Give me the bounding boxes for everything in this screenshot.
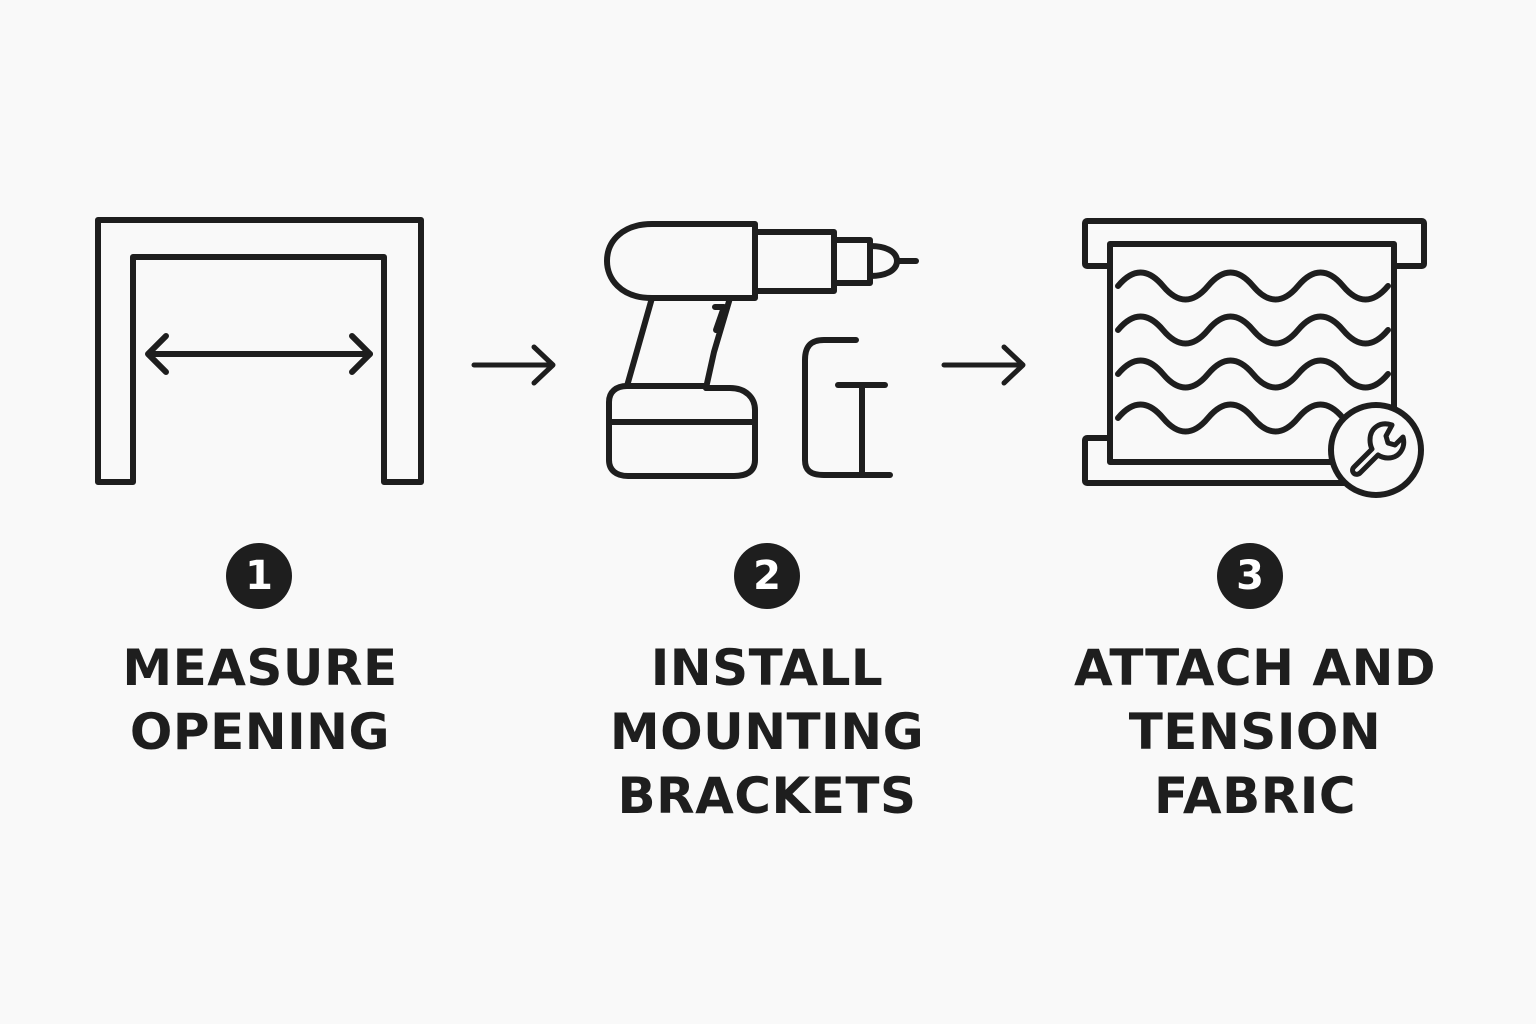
arrow-right-icon (471, 344, 556, 386)
step-number-badge: 1 (226, 543, 292, 609)
step-label: INSTALL MOUNTING BRACKETS (567, 636, 967, 828)
step-label-line: TENSION (1128, 703, 1382, 761)
step-label: ATTACH AND TENSION FABRIC (1040, 636, 1470, 828)
step-label-line: MEASURE (122, 639, 398, 697)
step-label-line: OPENING (129, 703, 391, 761)
step-label-line: ATTACH AND (1074, 639, 1436, 697)
step-label-line: MOUNTING (609, 703, 925, 761)
step-number-badge: 2 (734, 543, 800, 609)
step-label: MEASURE OPENING (60, 636, 460, 764)
drill-bracket-icon (604, 221, 919, 479)
step-label-line: INSTALL (650, 639, 884, 697)
step-label-line: FABRIC (1153, 767, 1357, 825)
measure-opening-icon (95, 217, 424, 485)
arrow-right-icon (941, 344, 1026, 386)
step-label-line: BRACKETS (617, 767, 917, 825)
fabric-shade-wrench-icon (1082, 218, 1427, 498)
step-number-badge: 3 (1217, 543, 1283, 609)
